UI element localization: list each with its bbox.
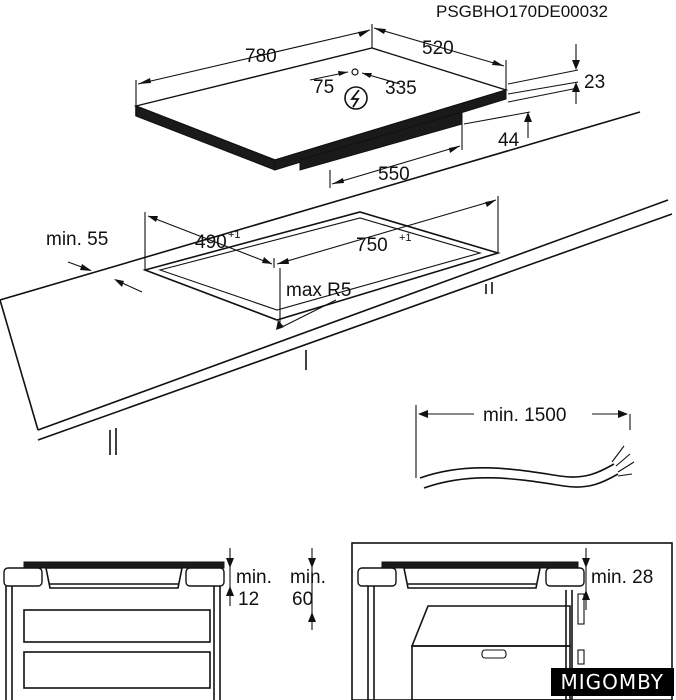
dim-75-label: 75 [313, 77, 334, 98]
dim-550: 550 [329, 124, 463, 188]
dim-780-label: 780 [245, 46, 277, 67]
dim-780: 780 [135, 24, 373, 106]
clear-min-label: min. [290, 567, 326, 588]
gap-value: 12 [238, 589, 259, 610]
clear-value: 60 [292, 589, 313, 610]
dim-radius-label: max R5 [286, 280, 351, 301]
worktop-cutout [142, 211, 501, 321]
power-icon [344, 86, 368, 110]
dim-520: 520 [373, 27, 507, 90]
gap-min-label: min. [236, 567, 272, 588]
doc-code: PSGBHO170DE00032 [436, 2, 608, 21]
dim-490-label: 490 [195, 232, 227, 253]
hob-top-glass [133, 47, 509, 161]
section-right-frame [351, 542, 673, 700]
dim-min55-label: min. 55 [46, 229, 108, 250]
dim-23-label: 23 [584, 72, 605, 93]
dim-520-label: 520 [422, 38, 454, 59]
cable-length-label: min. 1500 [483, 405, 566, 426]
dim-490-tolerance: +1 [228, 229, 241, 241]
dim-min-55: min. 55 [46, 229, 143, 293]
dim-23: 23 [507, 44, 605, 104]
cable-illustration: min. 1500 [415, 405, 635, 489]
hob-illustration [133, 47, 509, 171]
brand-watermark: MIGOMBY [550, 668, 674, 696]
worktop [0, 111, 673, 455]
dim-750-tolerance: +1 [399, 232, 412, 244]
dim-75-335: 75 335 [309, 68, 417, 99]
dim-radius: max R5 [276, 268, 351, 330]
dim-44-label: 44 [498, 130, 520, 151]
dim-44: 44 [463, 87, 579, 151]
dim-550-label: 550 [378, 164, 410, 185]
section-left: min. 12 min. 60 [3, 548, 326, 700]
dim-750: 750 +1 [276, 196, 499, 265]
section-right-clear-label: min. 28 [591, 567, 653, 588]
dim-335-label: 335 [385, 78, 417, 99]
dim-750-label: 750 [356, 235, 388, 256]
dim-490: 490 +1 [144, 212, 275, 270]
